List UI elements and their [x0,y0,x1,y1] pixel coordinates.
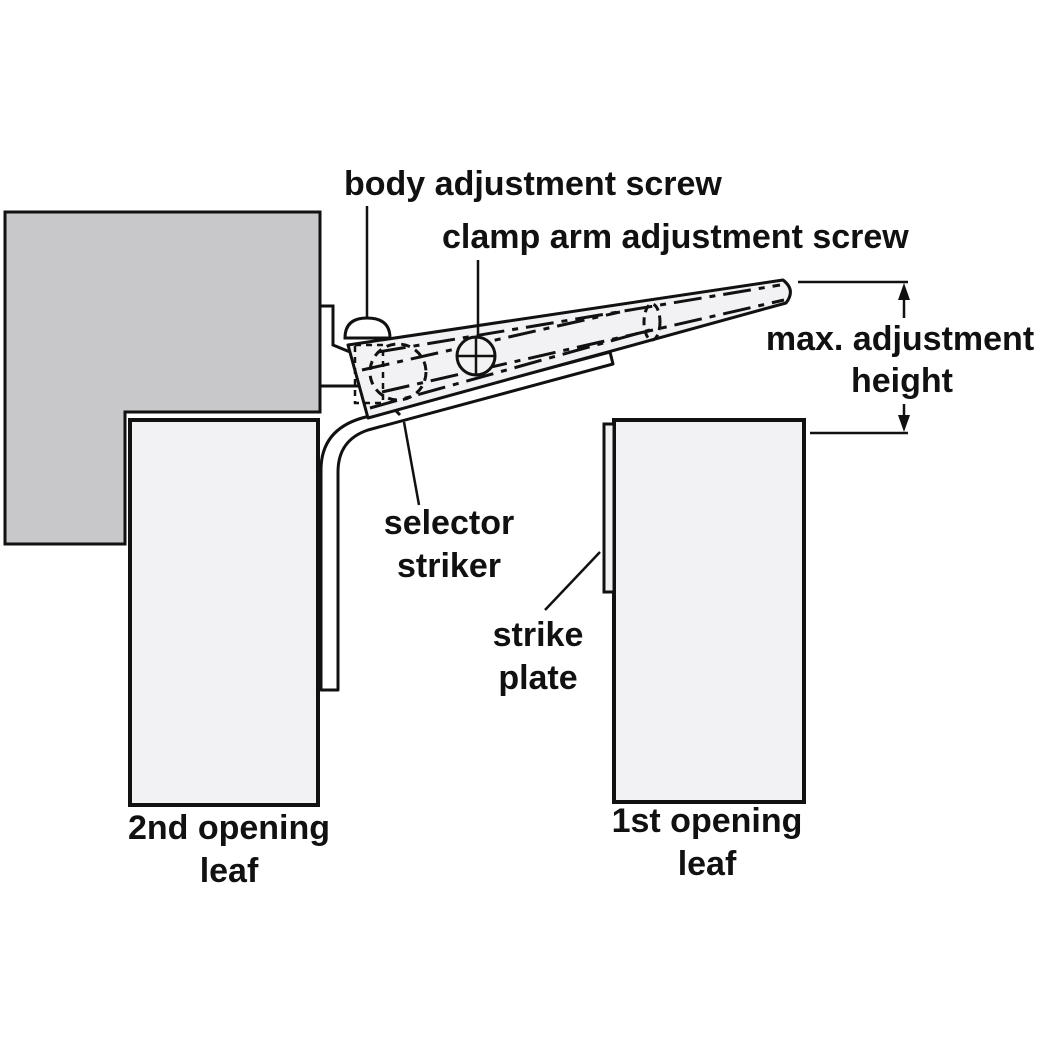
second-opening-leaf [128,418,320,807]
arm-slot [642,302,662,342]
label-strike-plate-line1: strike [493,616,584,654]
selector-striker [319,350,615,692]
label-second-leaf-line2: leaf [200,852,259,890]
adjustment-range-lines [361,283,785,410]
label-selector-line1: selector [384,504,514,542]
label-clamp-arm-adjustment-screw: clamp arm adjustment screw [442,218,909,256]
leader-strike-plate [544,551,601,611]
label-first-leaf-line1: 1st opening [612,802,803,840]
first-opening-leaf [612,418,806,804]
clamp-arm-adjustment-screw [455,335,497,377]
leader-lines [365,206,601,611]
dimension-arrow-bottom [898,415,910,432]
strike-plate [602,422,616,594]
leader-selector-striker [402,421,421,506]
label-second-leaf-line1: 2nd opening [128,809,330,847]
label-body-adjustment-screw: body adjustment screw [344,165,722,203]
door-frame [3,210,322,546]
label-strike-plate-line2: plate [498,659,577,697]
label-max-adjustment-line2: height [851,362,953,400]
hidden-mount-box [353,343,385,405]
label-max-adjustment-line1: max. adjustment [766,320,1034,358]
clamp-arm [346,278,792,420]
label-first-leaf-line2: leaf [678,845,737,883]
dimension-arrow-top [898,283,910,300]
body-adjustment-screw [343,316,392,340]
pivot-circle [368,342,428,402]
label-selector-line2: striker [397,547,501,585]
